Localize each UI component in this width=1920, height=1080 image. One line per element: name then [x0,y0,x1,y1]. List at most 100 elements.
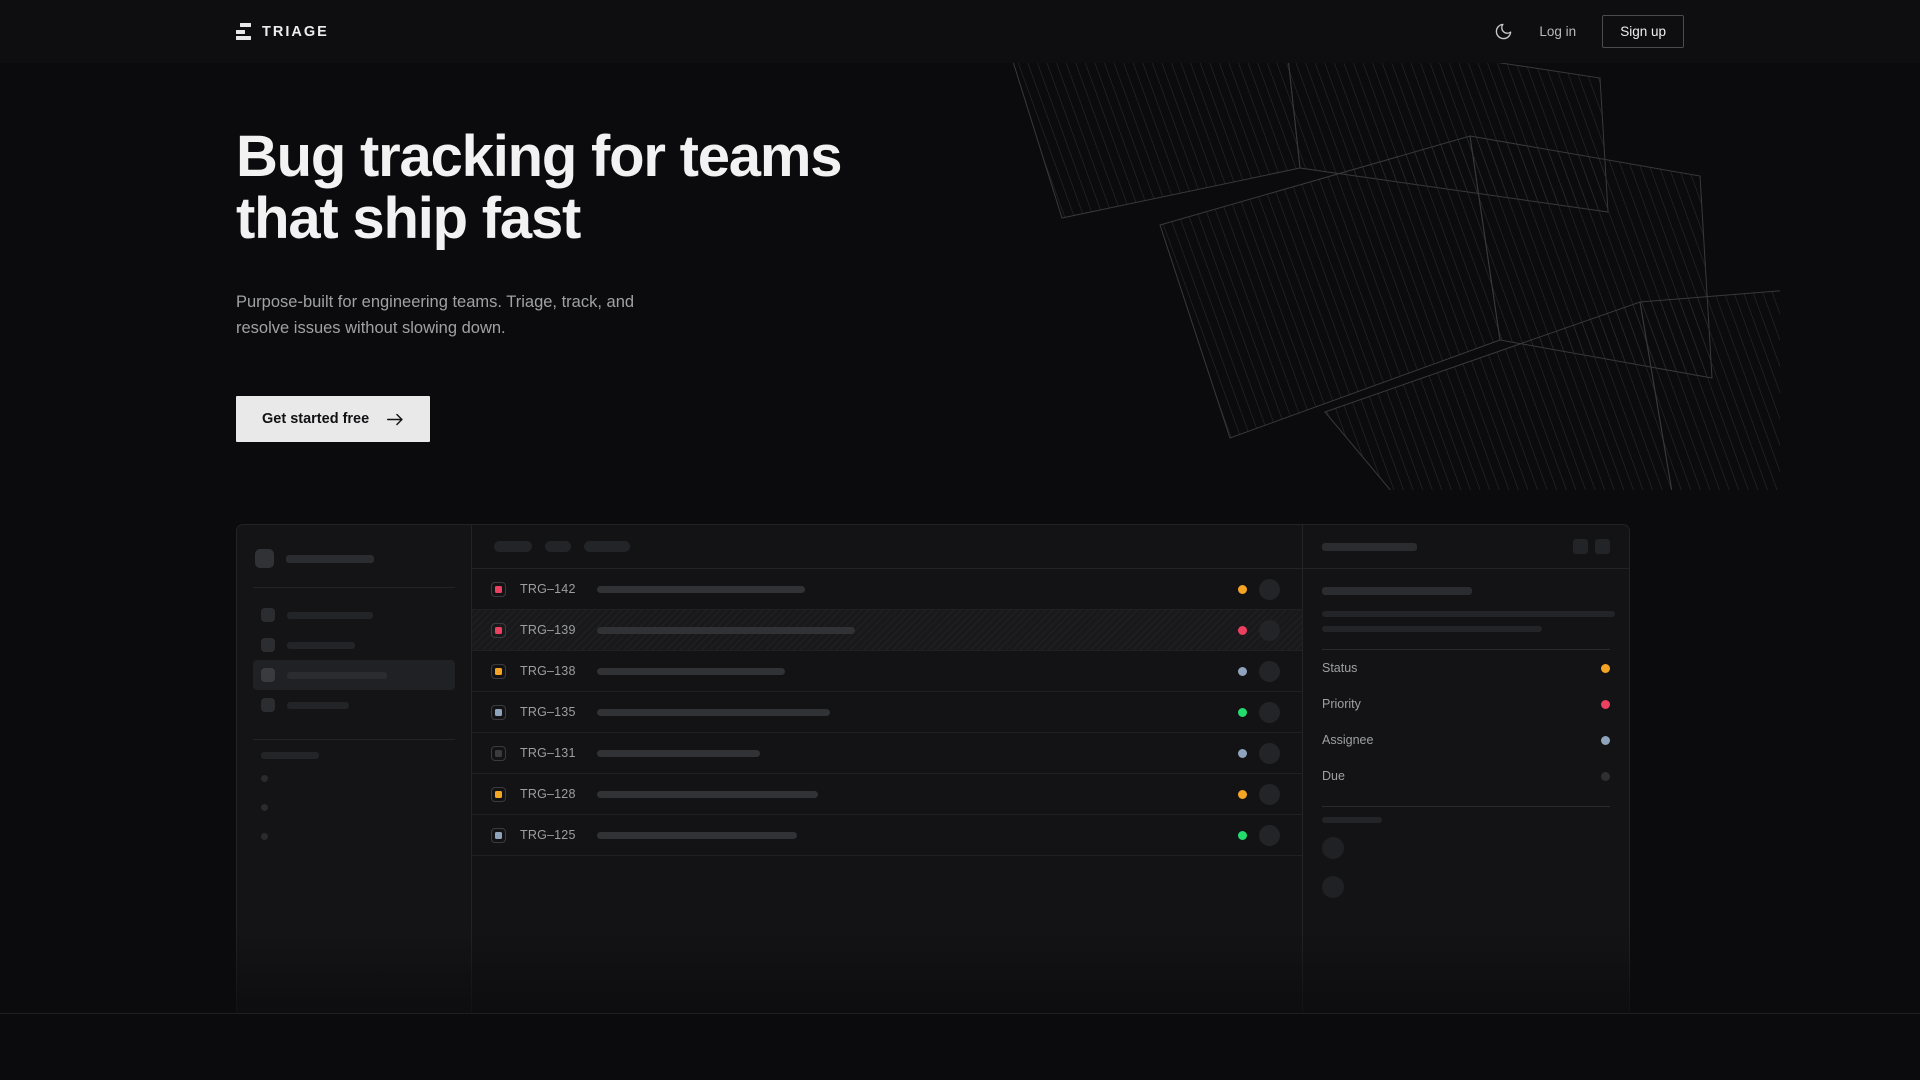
sidebar-sub-item-0[interactable] [261,775,268,782]
brand-logo[interactable]: TRIAGE [236,23,329,40]
table-row[interactable]: TRG–138 [472,651,1302,692]
sidebar-item-icon [261,668,275,682]
sidebar-sub-item-1[interactable] [261,804,268,811]
list-filter-pill-2[interactable] [584,541,630,552]
avatar [1259,783,1280,805]
sidebar-nav-list [253,600,455,720]
status-badge [1238,625,1247,635]
sidebar-divider-top [253,587,455,588]
page-bottom-divider [0,1013,1920,1014]
priority-badge [491,663,506,679]
status-badge [1238,789,1247,799]
sidebar-sub-list [253,771,455,844]
sidebar-item-label [287,641,355,649]
workspace-switcher[interactable] [253,543,455,568]
detail-field-assignee[interactable]: Assignee [1322,722,1610,758]
sidebar-sub-item-2[interactable] [261,833,268,840]
sidebar-item-2[interactable] [253,660,455,690]
issue-title-placeholder [597,831,797,839]
sidebar-item-1[interactable] [253,630,455,660]
stacked-bars-icon [236,23,251,40]
avatar [1259,824,1280,846]
headline-line-1: Bug tracking for teams [236,124,842,189]
table-row[interactable]: TRG–139 [472,610,1302,651]
priority-dot [495,708,502,716]
detail-field-label: Priority [1322,697,1361,711]
theme-toggle-button[interactable] [1494,22,1513,41]
status-badge [1238,748,1247,758]
priority-dot [495,790,502,798]
sidebar-item-label [287,611,373,619]
issue-title-placeholder [597,585,805,593]
table-row[interactable]: TRG–131 [472,733,1302,774]
hero-section: Bug tracking for teams that ship fast Pu… [0,63,1920,443]
detail-action-button-2[interactable] [1595,539,1610,554]
priority-badge [491,581,506,597]
avatar [1259,660,1280,682]
top-navbar: TRIAGE Log in Sign up [0,0,1920,63]
moon-icon [1496,23,1512,40]
priority-badge [491,704,506,720]
subtitle-line-2: resolve issues without slowing down. [236,318,506,337]
detail-field-label: Due [1322,769,1345,783]
workspace-name-placeholder [286,554,374,563]
page-title: Bug tracking for teams that ship fast [236,124,996,252]
priority-badge [491,827,506,843]
workspace-avatar [255,549,274,568]
issue-title-placeholder [597,749,760,757]
table-row[interactable]: TRG–125 [472,815,1302,856]
detail-field-value-dot [1601,663,1610,673]
issue-list-toolbar [472,525,1302,569]
detail-field-due[interactable]: Due [1322,758,1610,794]
status-badge [1238,830,1247,840]
priority-badge [491,622,506,638]
table-row[interactable]: TRG–128 [472,774,1302,815]
arrow-right-icon [387,413,403,425]
priority-dot [495,626,502,634]
get-started-button[interactable]: Get started free [236,396,431,443]
list-filter-pill-1[interactable] [545,541,571,552]
priority-dot [495,831,502,839]
sidebar-item-3[interactable] [253,690,455,720]
sidebar-item-label [287,671,387,679]
brand-name: TRIAGE [262,23,329,40]
table-row[interactable]: TRG–142 [472,569,1302,610]
issue-title-placeholder [597,708,830,716]
priority-dot [495,585,502,593]
activity-avatar-1 [1322,876,1344,898]
status-badge [1238,666,1247,676]
detail-field-value-dot [1601,771,1610,781]
issue-title-placeholder [597,667,785,675]
issue-id: TRG–138 [520,664,576,678]
login-link[interactable]: Log in [1539,24,1577,39]
subtitle-line-1: Purpose-built for engineering teams. Tri… [236,293,635,312]
priority-dot [495,749,502,757]
issue-id: TRG–131 [520,746,576,760]
detail-field-status[interactable]: Status [1322,650,1610,686]
issue-id: TRG–128 [520,787,576,801]
activity-items [1322,837,1610,898]
sidebar-section-label [261,752,319,759]
detail-field-priority[interactable]: Priority [1322,686,1610,722]
mockup-sidebar [237,525,472,1014]
sidebar-item-0[interactable] [253,600,455,630]
table-row[interactable]: TRG–135 [472,692,1302,733]
priority-badge [491,745,506,761]
activity-avatar-0 [1322,837,1344,859]
headline-line-2: that ship fast [236,186,581,252]
detail-desc-line-2 [1322,626,1542,632]
issue-id: TRG–139 [520,623,576,637]
priority-badge [491,786,506,802]
issue-id: TRG–142 [520,582,576,596]
signup-button[interactable]: Sign up [1602,15,1684,48]
avatar [1259,701,1280,723]
priority-dot [495,667,502,675]
detail-field-label: Status [1322,661,1358,675]
list-filter-pill-0[interactable] [494,541,532,552]
detail-action-button-1[interactable] [1573,539,1588,554]
